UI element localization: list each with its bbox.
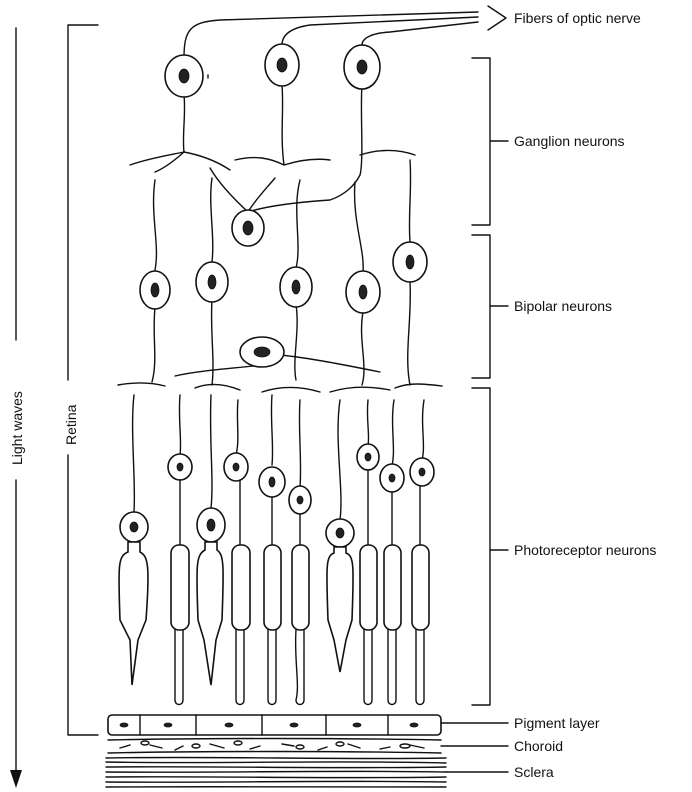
photoreceptor-label: Photoreceptor neurons [514, 542, 656, 558]
optic-nerve-label: Fibers of optic nerve [514, 10, 641, 26]
pigment-layer-label: Pigment layer [514, 715, 600, 731]
choroid-label: Choroid [514, 738, 563, 754]
rod-cell [264, 545, 281, 630]
rod-cell [412, 545, 429, 630]
sclera-layer [106, 757, 508, 787]
cone-cell [197, 542, 223, 685]
rod-cell [384, 545, 401, 630]
layer-brackets [472, 58, 508, 705]
sclera-label: Sclera [514, 764, 554, 780]
bipolar-label: Bipolar neurons [514, 298, 612, 314]
retina-bracket [68, 25, 98, 735]
choroid-layer [108, 739, 508, 754]
rod-cell [292, 545, 309, 630]
photoreceptor-neurons [119, 395, 434, 705]
cone-cell [327, 547, 353, 672]
ganglion-neurons [130, 44, 415, 246]
bipolar-neurons [140, 160, 427, 385]
rod-cell [232, 545, 250, 630]
synaptic-layer [118, 383, 442, 392]
light-waves-label: Light waves [9, 391, 25, 465]
cone-cell [119, 542, 148, 685]
retina-label: Retina [63, 404, 79, 445]
ganglion-label: Ganglion neurons [514, 133, 625, 149]
rod-cell [171, 545, 189, 630]
rod-cell [360, 545, 377, 630]
pigment-layer [108, 715, 508, 735]
